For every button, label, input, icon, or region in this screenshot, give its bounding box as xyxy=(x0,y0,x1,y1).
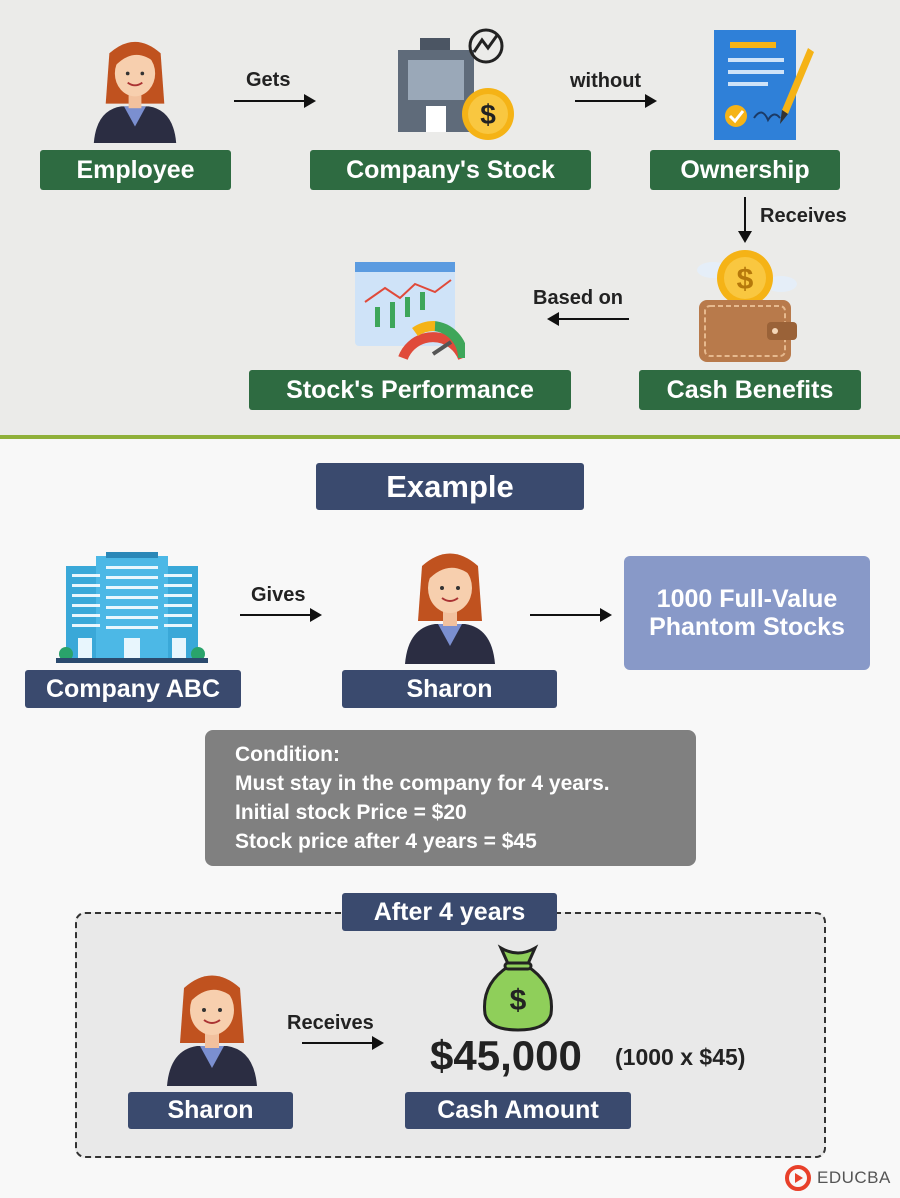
example-title: Example xyxy=(316,463,584,510)
company-building-icon xyxy=(56,552,208,663)
arrow-right-icon xyxy=(240,608,322,622)
section-divider xyxy=(0,435,900,439)
ownership-document-icon xyxy=(714,30,814,140)
gives-text: Gives xyxy=(251,584,306,606)
employee-label: Employee xyxy=(40,150,231,190)
sharon-after-label: Sharon xyxy=(128,1092,293,1129)
gets-text: Gets xyxy=(246,69,291,91)
cash-benefits-label: Cash Benefits xyxy=(639,370,861,410)
phantom-stocks-box: 1000 Full-Value Phantom Stocks xyxy=(624,556,870,670)
stock-performance-label: Stock's Performance xyxy=(249,370,571,410)
svg-text:$: $ xyxy=(737,263,754,296)
receives-text: Receives xyxy=(760,205,847,227)
arrow-right-icon xyxy=(234,94,316,108)
educba-logo-text: EDUCBA xyxy=(817,1168,891,1187)
arrow-right-icon xyxy=(530,608,612,622)
arrow-left-icon xyxy=(547,312,629,326)
company-abc-label: Company ABC xyxy=(25,670,241,708)
cash-amount-label: Cash Amount xyxy=(405,1092,631,1129)
arrow-right-icon xyxy=(575,94,657,108)
employee-icon xyxy=(92,40,178,143)
ownership-label: Ownership xyxy=(650,150,840,190)
money-bag-icon: $ xyxy=(483,944,553,1032)
phantom-line-2: Phantom Stocks xyxy=(649,613,845,641)
company-stock-label: Company's Stock xyxy=(310,150,591,190)
condition-heading: Condition: xyxy=(235,743,340,766)
based-on-text: Based on xyxy=(533,287,624,309)
svg-text:$: $ xyxy=(510,984,527,1017)
cash-amount-formula: (1000 x $45) xyxy=(615,1044,746,1070)
arrow-down-icon xyxy=(738,197,752,243)
educba-logo-icon xyxy=(785,1165,811,1191)
arrow-right-icon xyxy=(302,1036,384,1050)
svg-text:$: $ xyxy=(480,99,496,130)
without-text: without xyxy=(570,70,642,92)
condition-line: Stock price after 4 years = $45 xyxy=(235,830,537,853)
receives-after-text: Receives xyxy=(287,1012,374,1034)
phantom-line-1: 1000 Full-Value xyxy=(656,585,838,613)
sharon-avatar-icon xyxy=(404,552,496,664)
after-4-years-title: After 4 years xyxy=(342,893,557,931)
stock-performance-chart-icon xyxy=(355,262,465,361)
sharon-label: Sharon xyxy=(342,670,557,708)
company-stock-icon: $ xyxy=(398,28,514,140)
condition-line: Initial stock Price = $20 xyxy=(235,801,467,824)
condition-box: Condition: Must stay in the company for … xyxy=(205,730,696,866)
condition-line: Must stay in the company for 4 years. xyxy=(235,772,610,795)
cash-wallet-icon: $ xyxy=(697,250,797,362)
cash-amount-value: $45,000 xyxy=(430,1032,582,1079)
sharon-avatar-icon xyxy=(166,974,258,1086)
educba-logo: EDUCBA xyxy=(785,1165,891,1191)
